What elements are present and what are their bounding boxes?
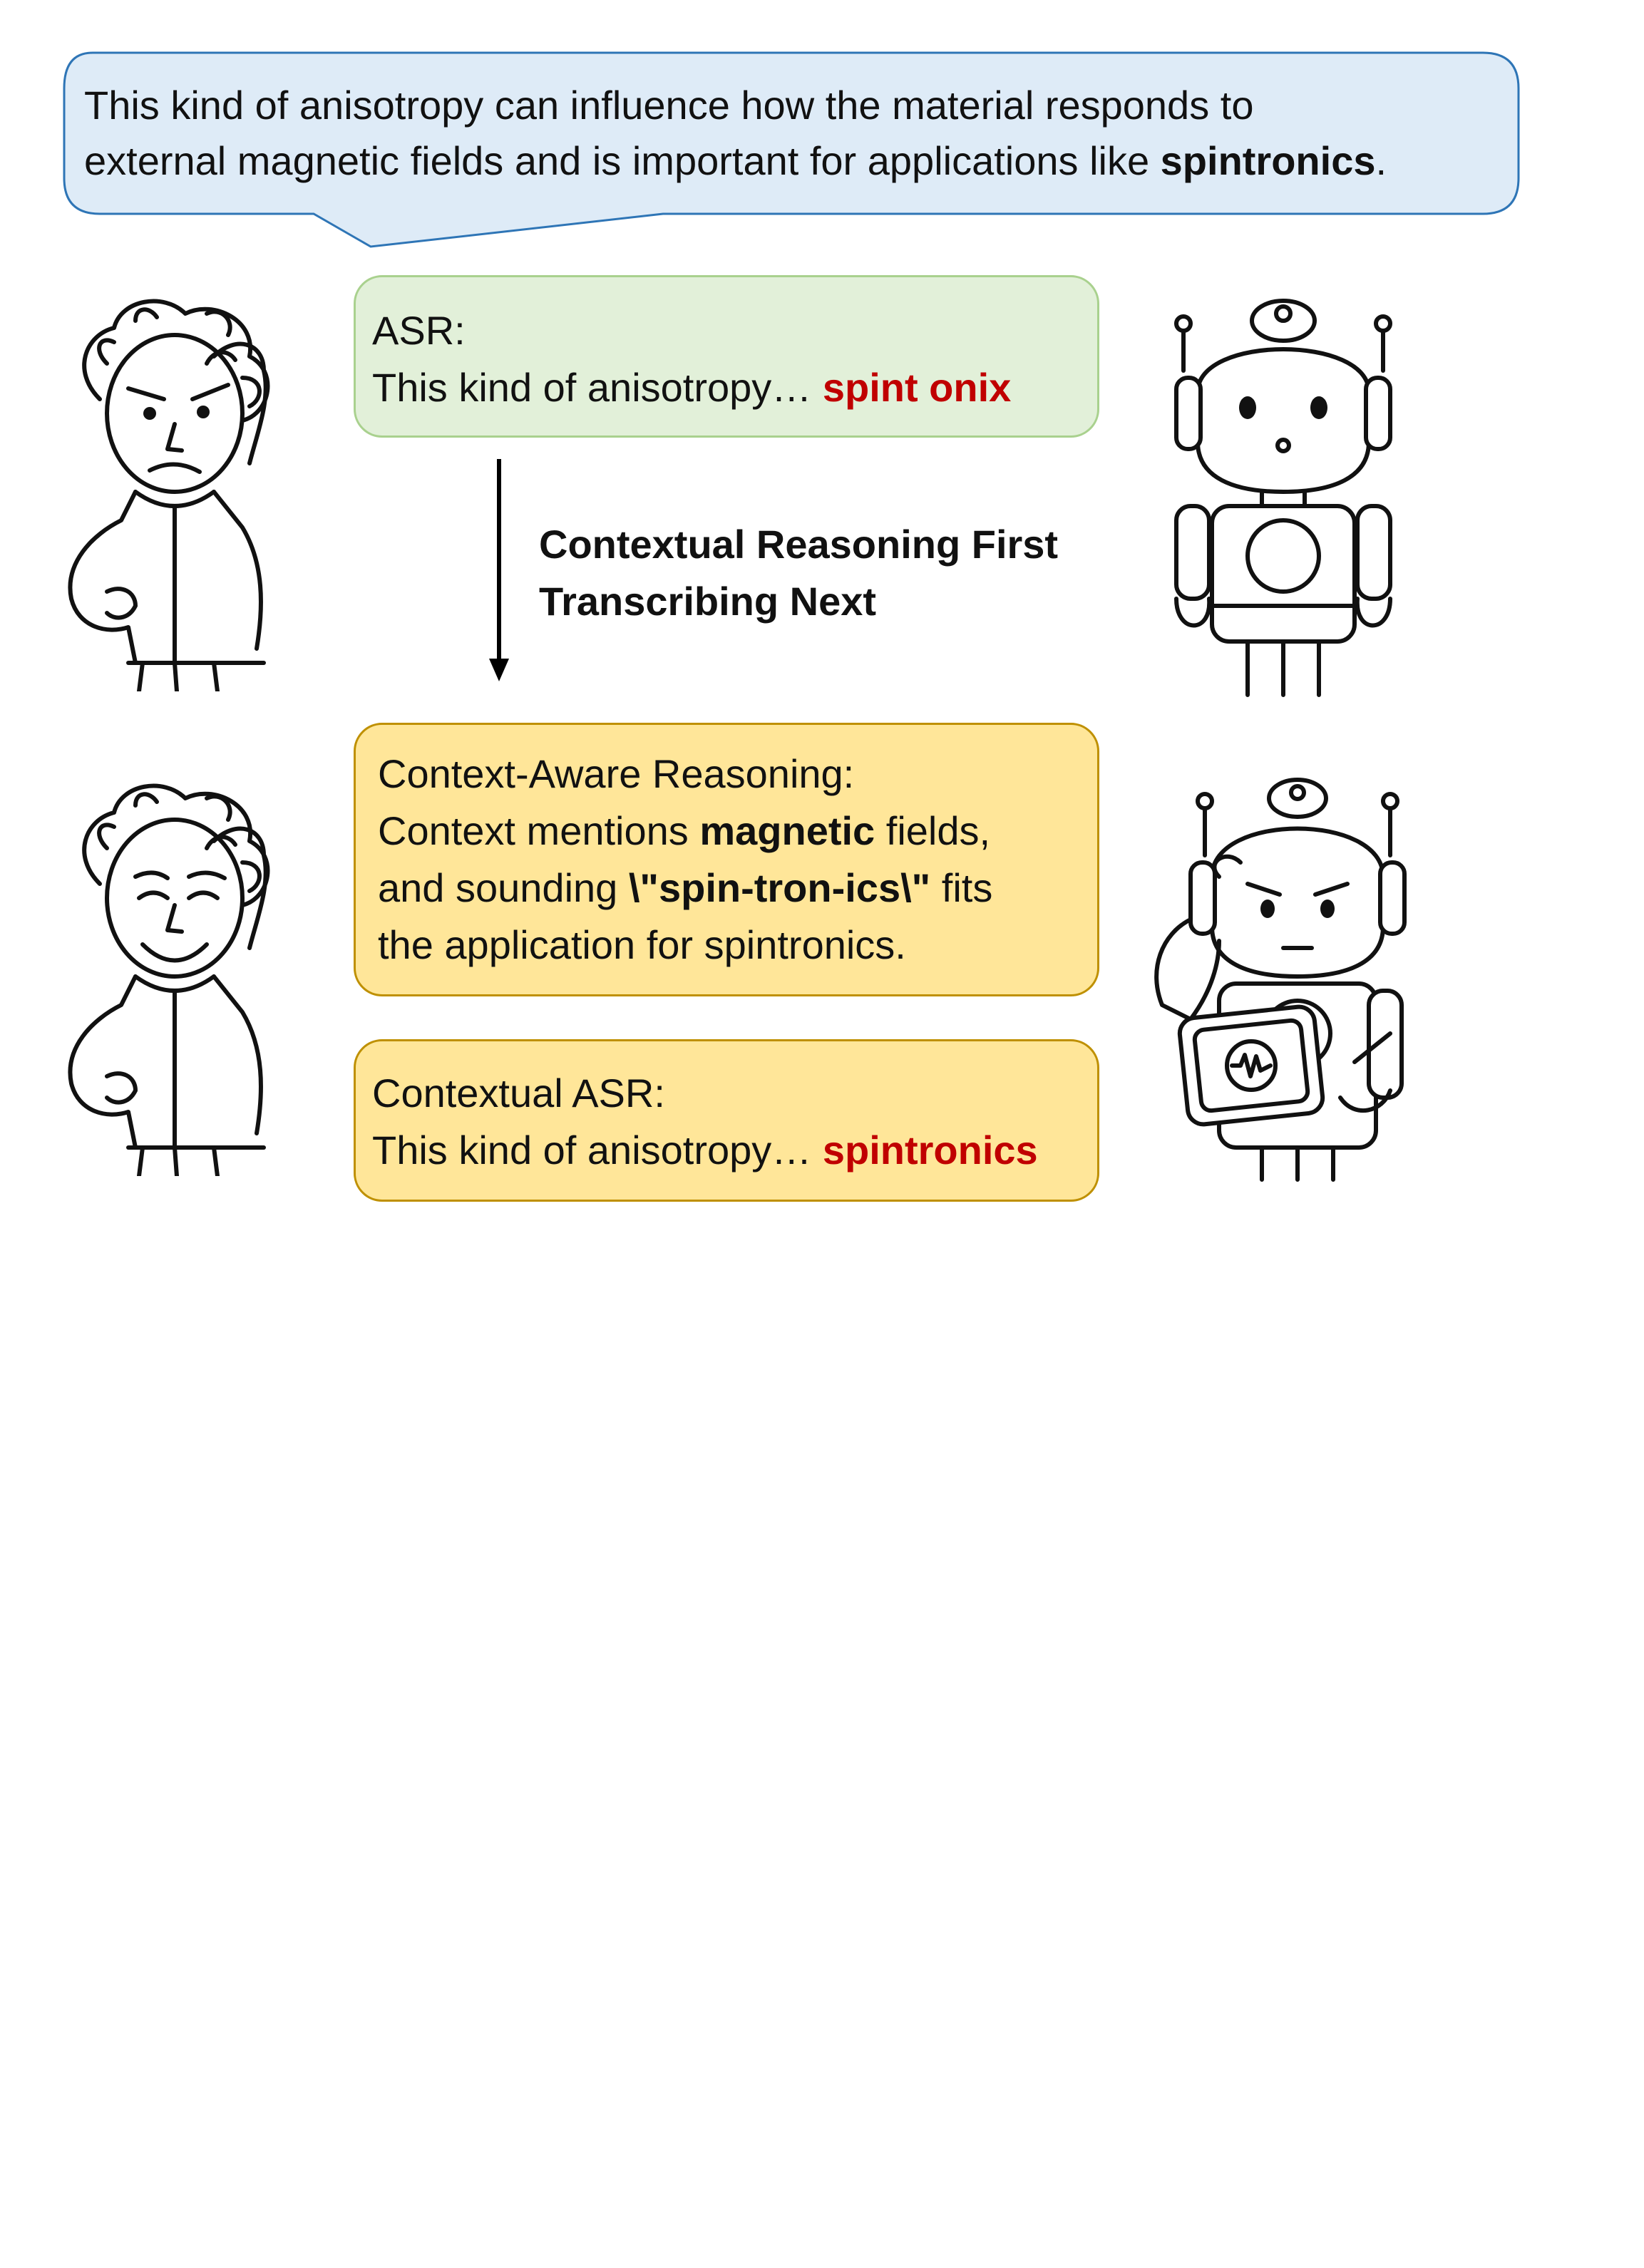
- contextual-asr-title: Contextual ASR:: [372, 1071, 665, 1115]
- reasoning-line-1: Context mentions magnetic fields,: [378, 803, 990, 860]
- contextual-asr-correct-word: spintronics: [822, 1128, 1038, 1172]
- asr-text-prefix: This kind of anisotropy…: [372, 365, 823, 410]
- speech-bubble-shape: [63, 51, 1520, 248]
- contextual-asr-text-prefix: This kind of anisotropy…: [372, 1128, 823, 1172]
- reasoning-line-2-suffix: fits: [930, 865, 993, 910]
- asr-title: ASR:: [372, 308, 466, 353]
- speech-bubble-line-2: external magnetic fields and is importan…: [84, 133, 1387, 190]
- down-arrow-icon: [489, 459, 509, 681]
- robot-icon: [1174, 299, 1392, 697]
- reasoning-line-3: the application for spintronics.: [378, 922, 906, 967]
- arrow-label-line-2: Transcribing Next: [539, 579, 877, 624]
- reasoning-keyword-pronunciation: \"spin-tron-ics\": [628, 865, 931, 910]
- reasoning-line-2-prefix: and sounding: [378, 865, 629, 910]
- asr-text: This kind of anisotropy… spint onix: [372, 359, 1011, 416]
- speech-bubble-period: .: [1375, 138, 1387, 183]
- reasoning-title: Context-Aware Reasoning:: [378, 751, 855, 796]
- reasoning-line-1-suffix: fields,: [875, 808, 991, 853]
- speech-bubble-keyword: spintronics: [1160, 138, 1376, 183]
- reasoning-box: [354, 723, 1099, 996]
- thinking-robot-icon: [1154, 778, 1407, 1182]
- arrow-label-line-1: Contextual Reasoning First: [539, 522, 1059, 567]
- speech-bubble-text: external magnetic fields and is importan…: [84, 138, 1161, 183]
- speech-bubble-line-1: This kind of anisotropy can influence ho…: [84, 83, 1254, 128]
- confused-scientist-icon: [68, 299, 270, 691]
- asr-box: [354, 275, 1099, 438]
- happy-scientist-icon: [68, 783, 270, 1176]
- contextual-asr-box: [354, 1039, 1099, 1202]
- contextual-asr-text: This kind of anisotropy… spintronics: [372, 1122, 1038, 1179]
- asr-error-word: spint onix: [822, 365, 1012, 410]
- reasoning-line-1-prefix: Context mentions: [378, 808, 700, 853]
- reasoning-line-2: and sounding \"spin-tron-ics\" fits: [378, 860, 992, 917]
- reasoning-keyword-magnetic: magnetic: [699, 808, 875, 853]
